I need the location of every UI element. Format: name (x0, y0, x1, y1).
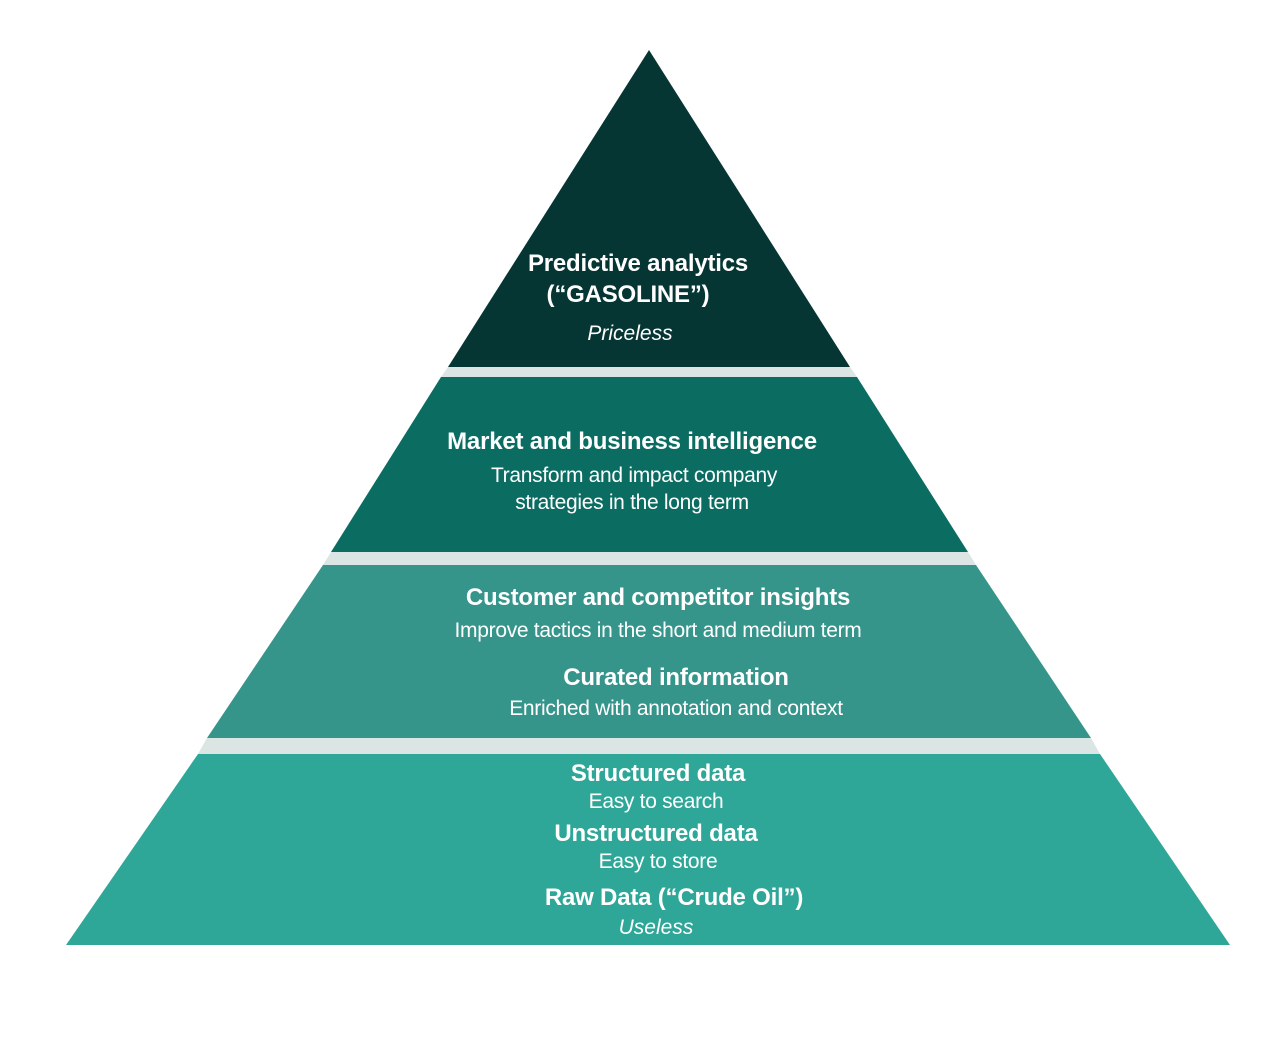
tier-4-title-c: Raw Data (“Crude Oil”) (544, 884, 804, 911)
tier-2-desc-line2: strategies in the long term (515, 491, 749, 514)
tier-1-value: Priceless (587, 322, 673, 345)
tier-3-desc-b: Enriched with annotation and context (509, 697, 843, 720)
tier-3 (207, 565, 1091, 738)
tier-2-desc-line1: Transform and impact company (490, 464, 778, 487)
tier-2-title: Market and business intelligence (447, 428, 817, 455)
tier-3-title-b: Curated information (563, 664, 789, 691)
tier-1-apex (448, 50, 850, 367)
tier-4-desc-b: Easy to store (598, 850, 718, 873)
tier-4-value: Useless (618, 916, 694, 939)
tier-4-base (66, 754, 1230, 945)
tier-3-desc-a: Improve tactics in the short and medium … (454, 619, 862, 642)
tier-1-title-line2: (“GASOLINE”) (546, 281, 710, 308)
tier-4-title-b: Unstructured data (554, 820, 758, 847)
tier-4-title-a: Structured data (570, 760, 746, 787)
tier-1-title-line1: Predictive analytics (527, 250, 749, 277)
tier-2 (331, 377, 968, 552)
tier-gap-1 (441, 367, 857, 377)
tier-gap-3 (198, 738, 1100, 754)
tier-gap-2 (323, 552, 976, 565)
tier-4-desc-a: Easy to search (588, 790, 724, 813)
tier-3-title-a: Customer and competitor insights (465, 584, 851, 611)
